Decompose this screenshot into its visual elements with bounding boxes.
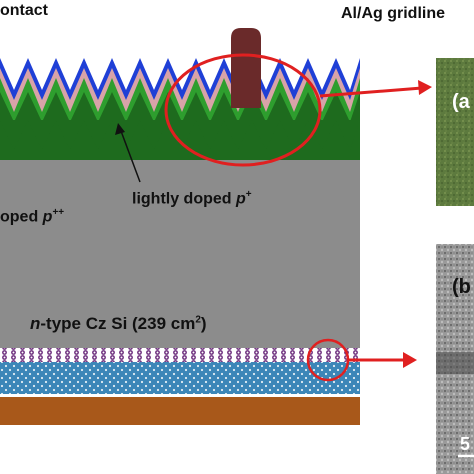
gridline-label: Al/Ag gridline [341,5,445,22]
lightly-doped-label: lightly doped p+ [132,189,252,208]
rear-purple-layer [0,348,360,362]
micrograph-b [436,244,474,474]
lightly-doped-pointer [120,130,141,183]
substrate-label: n-type Cz Si (239 cm2) [30,314,207,333]
scale-label: 5 [460,434,471,454]
rear-white-gap [0,394,360,397]
arrow-a-line [319,86,423,98]
panel-b-label: (b [452,276,471,298]
heavily-doped-label: oped p++ [0,207,65,226]
rear-blue-dots [0,362,360,394]
arrow-a-head [418,80,432,95]
panel-a-label: (a [452,91,470,113]
al-ag-gridline [231,28,261,108]
micrograph-a [436,58,474,206]
arrow-b-head [403,352,417,368]
lightly-doped-pointer-head [115,123,125,135]
textured-front-surface [0,58,360,160]
top-contact-label: ontact [0,2,48,19]
rear-metal-contact [0,397,360,425]
green-spikes [0,120,360,150]
front-highlight-ellipse [164,53,322,167]
